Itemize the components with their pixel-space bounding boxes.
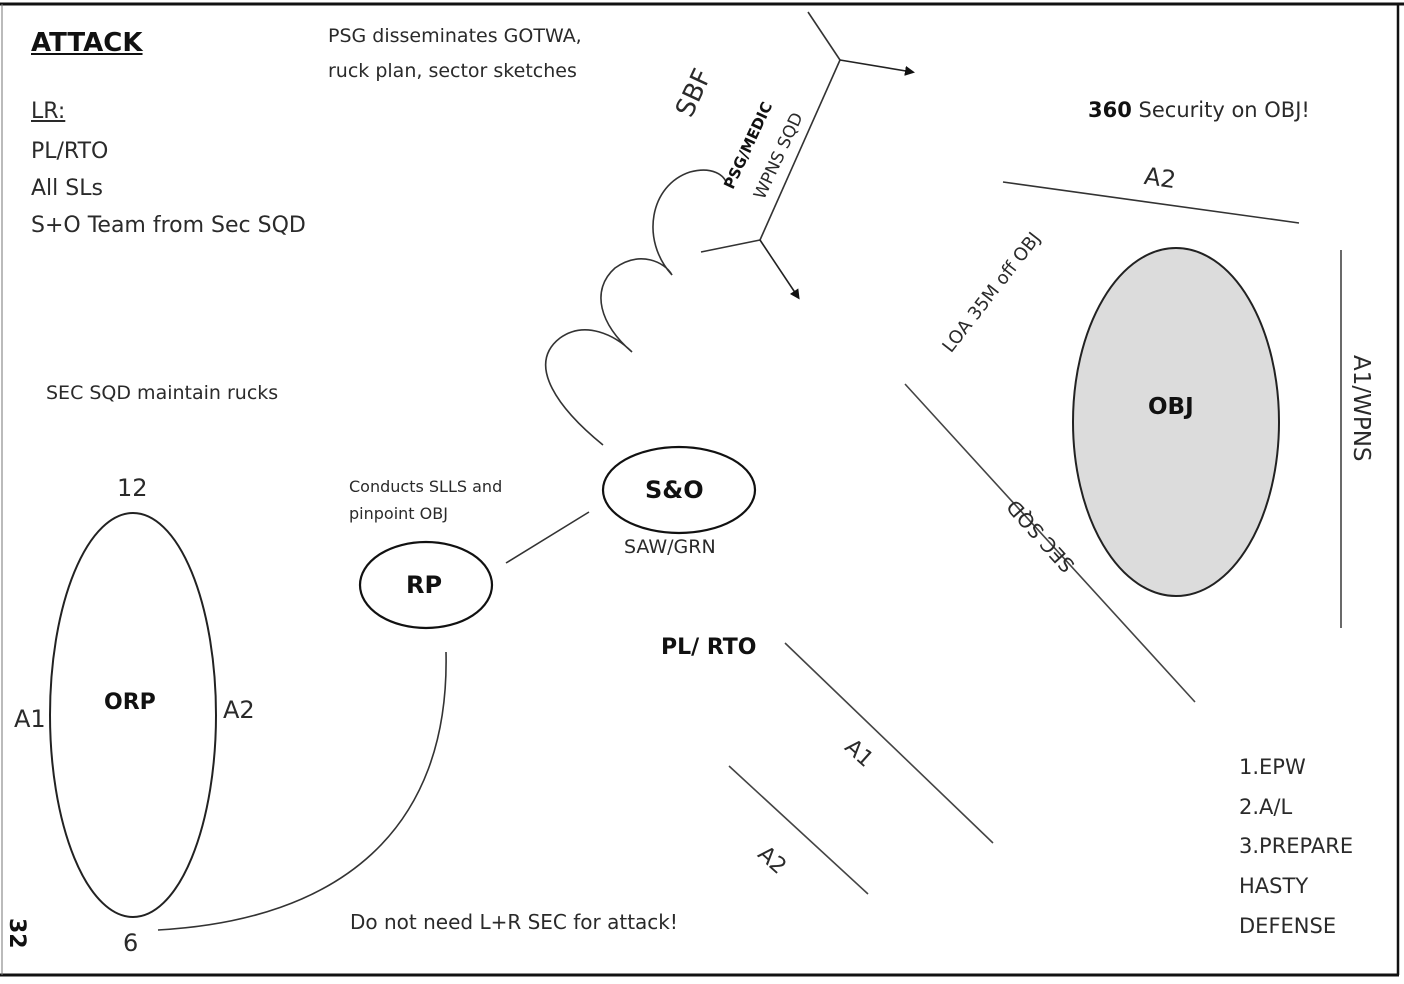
actions-item: 2.A/L <box>1239 795 1293 819</box>
sbf-line-top-branch <box>807 11 841 61</box>
sec-sqd-line <box>904 383 1196 703</box>
actions-item: HASTY <box>1239 874 1309 898</box>
orp-label: ORP <box>104 690 156 715</box>
slls-note-line1: Conducts SLLS and <box>349 477 503 496</box>
sec-sqd-rucks-note: SEC SQD maintain rucks <box>46 382 279 404</box>
orp-top-label: 12 <box>117 474 148 502</box>
pl-rto-a2-line <box>728 765 869 895</box>
no-lr-sec-note: Do not need L+R SEC for attack! <box>350 910 678 934</box>
actions-item: 1.EPW <box>1239 755 1306 779</box>
actions-item: DEFENSE <box>1239 914 1337 938</box>
security-note: 360 Security on OBJ! <box>1088 100 1310 121</box>
orp-left-label: A1 <box>14 705 46 733</box>
lr-item: PL/RTO <box>31 139 109 164</box>
psg-note-line1: PSG disseminates GOTWA, <box>328 25 582 47</box>
so-ellipse <box>601 445 757 535</box>
lr-label: LR: <box>31 99 66 124</box>
obj-ellipse <box>1072 247 1280 597</box>
so-to-sbf-route <box>544 169 728 446</box>
obj-a2-line <box>1002 181 1300 224</box>
so-sublabel: SAW/GRN <box>624 536 716 558</box>
sbf-top-arrow <box>839 59 915 76</box>
so-label: S&O <box>645 476 704 504</box>
lr-item: All SLs <box>31 176 103 201</box>
actions-item: 3.PREPARE <box>1239 834 1354 858</box>
sbf-line-bottom-branch <box>700 239 761 253</box>
obj-label: OBJ <box>1148 394 1194 420</box>
security-note-number: 360 <box>1088 98 1132 122</box>
sbf-bottom-arrow <box>759 239 800 300</box>
rp-to-so-line <box>505 511 590 564</box>
obj-a2-label: A2 <box>1142 162 1178 195</box>
orp-ellipse <box>49 512 217 918</box>
orp-to-rp-route <box>157 651 447 931</box>
slls-note-line2: pinpoint OBJ <box>349 504 448 523</box>
rp-ellipse <box>358 540 494 630</box>
orp-right-label: A2 <box>223 696 255 724</box>
page-title: ATTACK <box>31 28 143 58</box>
pl-rto-label: PL/ RTO <box>661 635 757 660</box>
lr-item: S+O Team from Sec SQD <box>31 213 306 238</box>
pl-rto-a1-line <box>784 642 994 844</box>
orp-bottom-label: 6 <box>123 929 139 957</box>
obj-a1-wpns-label: A1/WPNS <box>1348 355 1374 462</box>
page-number: 32 <box>4 918 29 949</box>
rp-label: RP <box>406 571 443 599</box>
sbf-line <box>759 59 841 241</box>
psg-note-line2: ruck plan, sector sketches <box>328 60 577 82</box>
security-note-text: Security on OBJ! <box>1138 98 1310 122</box>
